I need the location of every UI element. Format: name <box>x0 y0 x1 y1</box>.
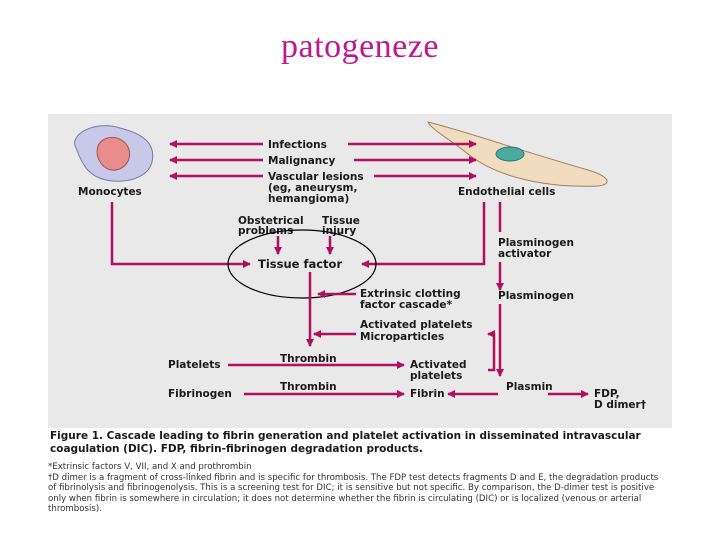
activated-platelets-2-label-2: platelets <box>410 370 462 382</box>
platelets-label: Platelets <box>168 359 221 371</box>
plasminogen-label: Plasminogen <box>498 290 574 302</box>
figure-caption: Figure 1. Cascade leading to fibrin gene… <box>48 428 672 540</box>
d-dimer-label: D dimer† <box>594 399 646 411</box>
vascular-lesions-label: Vascular lesions <box>268 171 364 183</box>
extrinsic-cascade-label: Extrinsic clotting <box>360 288 461 300</box>
vascular-lesions-label-2: (eg, aneurysm, <box>268 182 357 194</box>
footnote-d-dimer: †D dimer is a fragment of cross-linked f… <box>48 472 659 515</box>
monocyte-cell-icon <box>74 125 154 182</box>
obstetrical-problems-label: Obstetrical <box>238 215 304 227</box>
fibrinogen-label: Fibrinogen <box>168 388 232 400</box>
thrombin-label-2: Thrombin <box>280 381 337 393</box>
plasminogen-activator-label: Plasminogen <box>498 237 574 249</box>
dic-cascade-diagram: Infections Malignancy Vascular lesions (… <box>74 121 646 411</box>
monocytes-label: Monocytes <box>78 186 142 198</box>
fdp-label: FDP, <box>594 388 620 400</box>
malignancy-label: Malignancy <box>268 155 336 167</box>
thrombin-label-1: Thrombin <box>280 353 337 365</box>
footnote-extrinsic: *Extrinsic factors V, VII, and X and pro… <box>48 462 252 472</box>
fibrin-label: Fibrin <box>410 388 445 400</box>
figure-notes: *Extrinsic factors V, VII, and X and pro… <box>48 462 668 515</box>
figure-title: Figure 1. Cascade leading to fibrin gene… <box>50 430 641 455</box>
activated-platelets-label: Activated platelets <box>360 319 473 331</box>
tissue-injury-label: Tissue <box>322 215 360 227</box>
activated-platelets-2-label: Activated <box>410 359 467 371</box>
obstetrical-problems-label-2: problems <box>238 225 293 237</box>
tissue-factor-label: Tissue factor <box>258 257 342 271</box>
plasminogen-activator-label-2: activator <box>498 248 552 260</box>
tissue-injury-label-2: injury <box>322 225 356 237</box>
slide-title: patogeneze <box>281 28 439 65</box>
microparticles-label: Microparticles <box>360 331 444 343</box>
endothelial-cell-icon <box>427 121 608 187</box>
vascular-lesions-label-3: hemangioma) <box>268 193 349 205</box>
infections-label: Infections <box>268 139 327 151</box>
endothelial-cells-label: Endothelial cells <box>458 186 555 198</box>
highlight-circle <box>227 229 377 299</box>
plasmin-label: Plasmin <box>506 381 553 393</box>
extrinsic-cascade-label-2: factor cascade* <box>360 299 452 311</box>
